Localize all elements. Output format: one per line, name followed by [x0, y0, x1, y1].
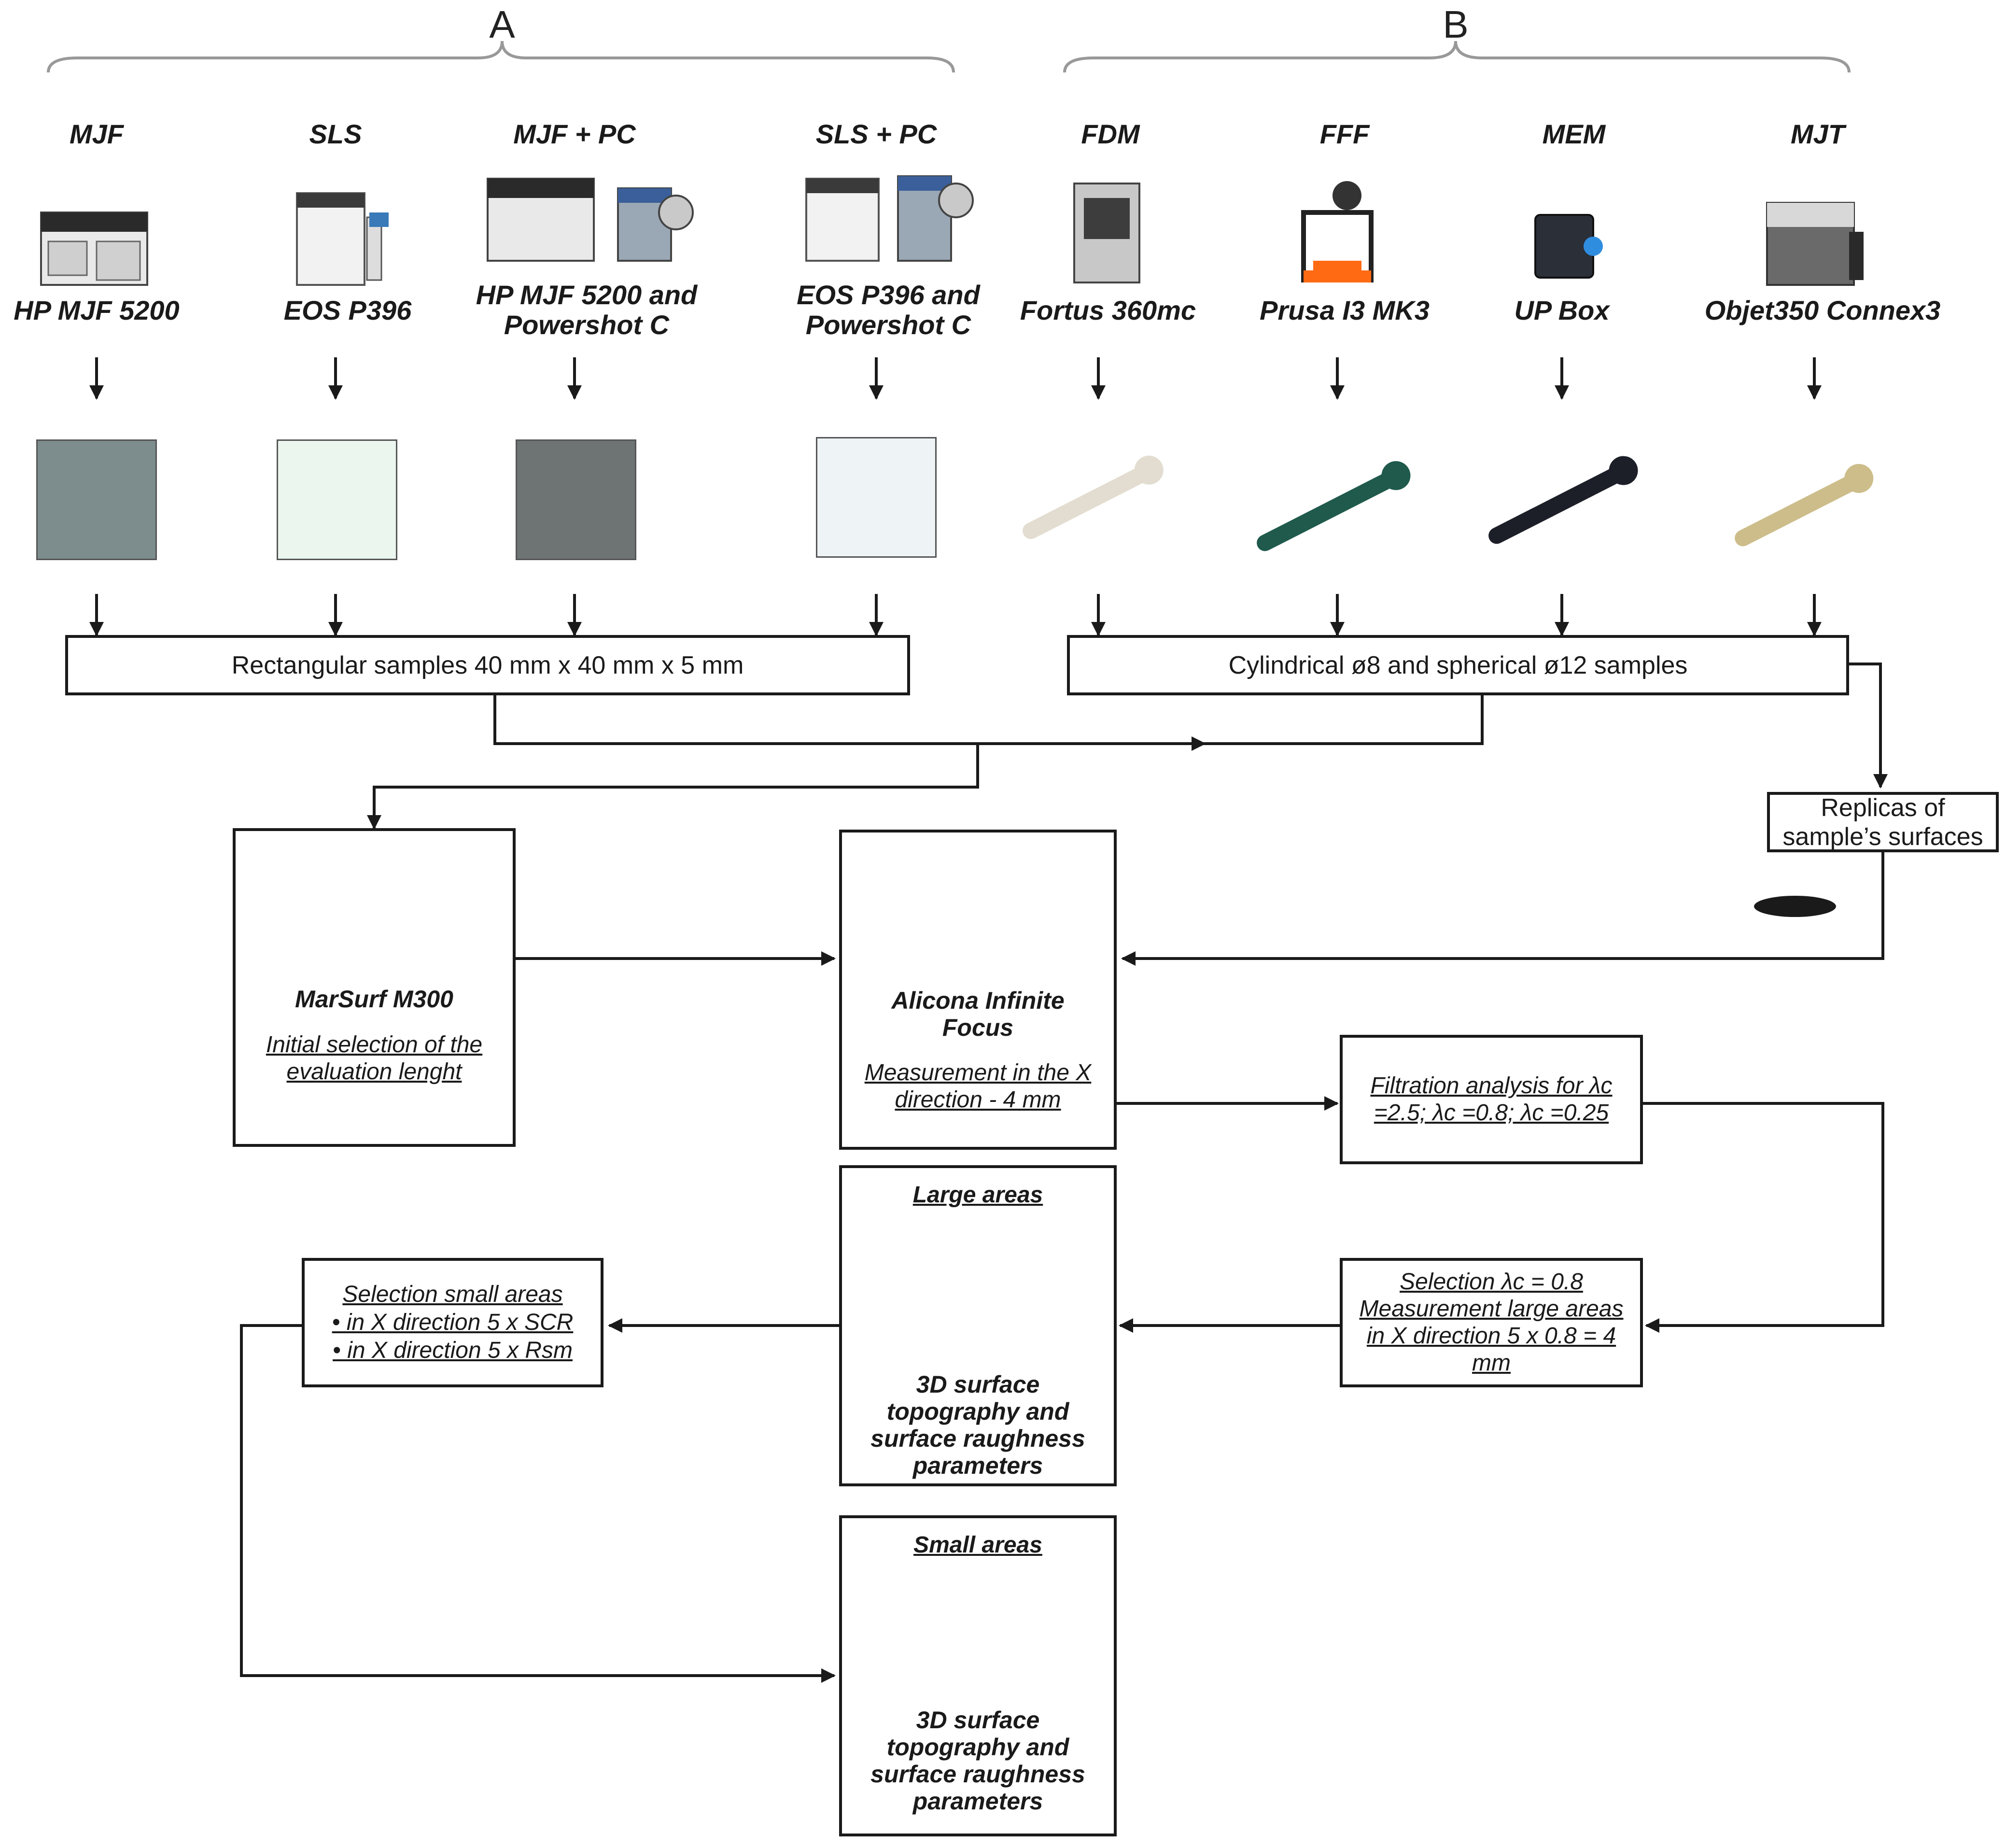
machine-sls: EOS P396 [283, 295, 412, 325]
process-fdm: FDM [1081, 119, 1140, 149]
printer-mjfpc-icon [487, 178, 694, 262]
sample-slspc-tile [816, 437, 937, 558]
group-a-brace [47, 41, 955, 73]
large-areas-title: Large areas [912, 1182, 1043, 1208]
filtration-box: Filtration analysis for λc =2.5; λc =0.8… [1340, 1035, 1643, 1164]
machine-slspc: EOS P396 and Powershot C [797, 280, 980, 340]
process-mjt: MJT [1791, 119, 1845, 149]
group-a-label: A [489, 3, 515, 46]
selection-small-box: Selection small areas • in X direction 5… [302, 1258, 603, 1387]
selection-large-box: Selection λc = 0.8 Measurement large are… [1340, 1258, 1643, 1387]
sample-mjf-tile [36, 439, 157, 560]
filtration-to-selection [1643, 1102, 1884, 1333]
machine-mjf: HP MJF 5200 [14, 295, 180, 325]
printer-mjt-icon [1766, 202, 1864, 286]
process-slspc: SLS + PC [815, 119, 937, 149]
printer-sls-icon [296, 192, 389, 286]
replicas-box: Replicas of sample’s surfaces [1767, 792, 1999, 852]
merge-right [1202, 695, 1484, 745]
selection-small-line2: • in X direction 5 x Rsm [333, 1338, 573, 1363]
group-b-label: B [1443, 3, 1469, 46]
printer-slspc-icon [805, 175, 974, 262]
marsurf-box: MarSurf M300 Initial selection of the ev… [233, 828, 516, 1147]
small-areas-title: Small areas [913, 1532, 1042, 1558]
group-b-brace [1063, 41, 1851, 73]
printer-fdm-icon [1073, 183, 1140, 283]
printer-fff-icon [1301, 181, 1374, 282]
marsurf-note: Initial selection of the evaluation leng… [266, 1032, 483, 1085]
rectangular-samples-box: Rectangular samples 40 mm x 40 mm x 5 mm [65, 635, 910, 695]
printer-mem-icon [1534, 214, 1603, 279]
selection-small-line1: • in X direction 5 x SCR [332, 1310, 574, 1335]
merge-left [493, 695, 727, 745]
printer-mjf-icon [40, 212, 148, 286]
alicona-box: Alicona Infinite Focus Measurement in th… [839, 830, 1117, 1150]
marsurf-title: MarSurf M300 [295, 986, 453, 1013]
large-areas-box: Large areas 3D surface topography and su… [839, 1165, 1117, 1486]
to-replicas [1849, 663, 1888, 789]
process-sls: SLS [309, 119, 362, 149]
sample-sls-tile [277, 439, 397, 560]
machine-mem: UP Box [1514, 295, 1610, 325]
sample-mjfpc-tile [516, 439, 636, 560]
large-areas-caption: 3D surface topography and surface raughn… [870, 1371, 1085, 1479]
replica-icon [1754, 896, 1836, 917]
selection-small-title: Selection small areas [342, 1282, 563, 1307]
process-mjfpc: MJF + PC [513, 119, 636, 149]
merge-down [367, 744, 979, 830]
replicas-to-alicona [1121, 852, 1884, 966]
small-areas-box: Small areas 3D surface topography and su… [839, 1515, 1117, 1836]
small-areas-caption: 3D surface topography and surface raughn… [870, 1707, 1085, 1815]
process-fff: FFF [1319, 119, 1370, 149]
alicona-title: Alicona Infinite Focus [891, 987, 1065, 1041]
process-mjf: MJF [70, 119, 124, 149]
cylindrical-samples-box: Cylindrical ø8 and spherical ø12 samples [1067, 635, 1849, 695]
alicona-note: Measurement in the X direction - 4 mm [864, 1060, 1092, 1113]
machine-fff: Prusa I3 MK3 [1260, 295, 1430, 325]
process-mem: MEM [1542, 119, 1606, 149]
machine-mjt: Objet350 Connex3 [1704, 295, 1941, 325]
machine-mjfpc: HP MJF 5200 and Powershot C [476, 280, 698, 340]
machine-fdm: Fortus 360mc [1020, 295, 1196, 325]
small-selection-to-small-areas [240, 1324, 836, 1683]
